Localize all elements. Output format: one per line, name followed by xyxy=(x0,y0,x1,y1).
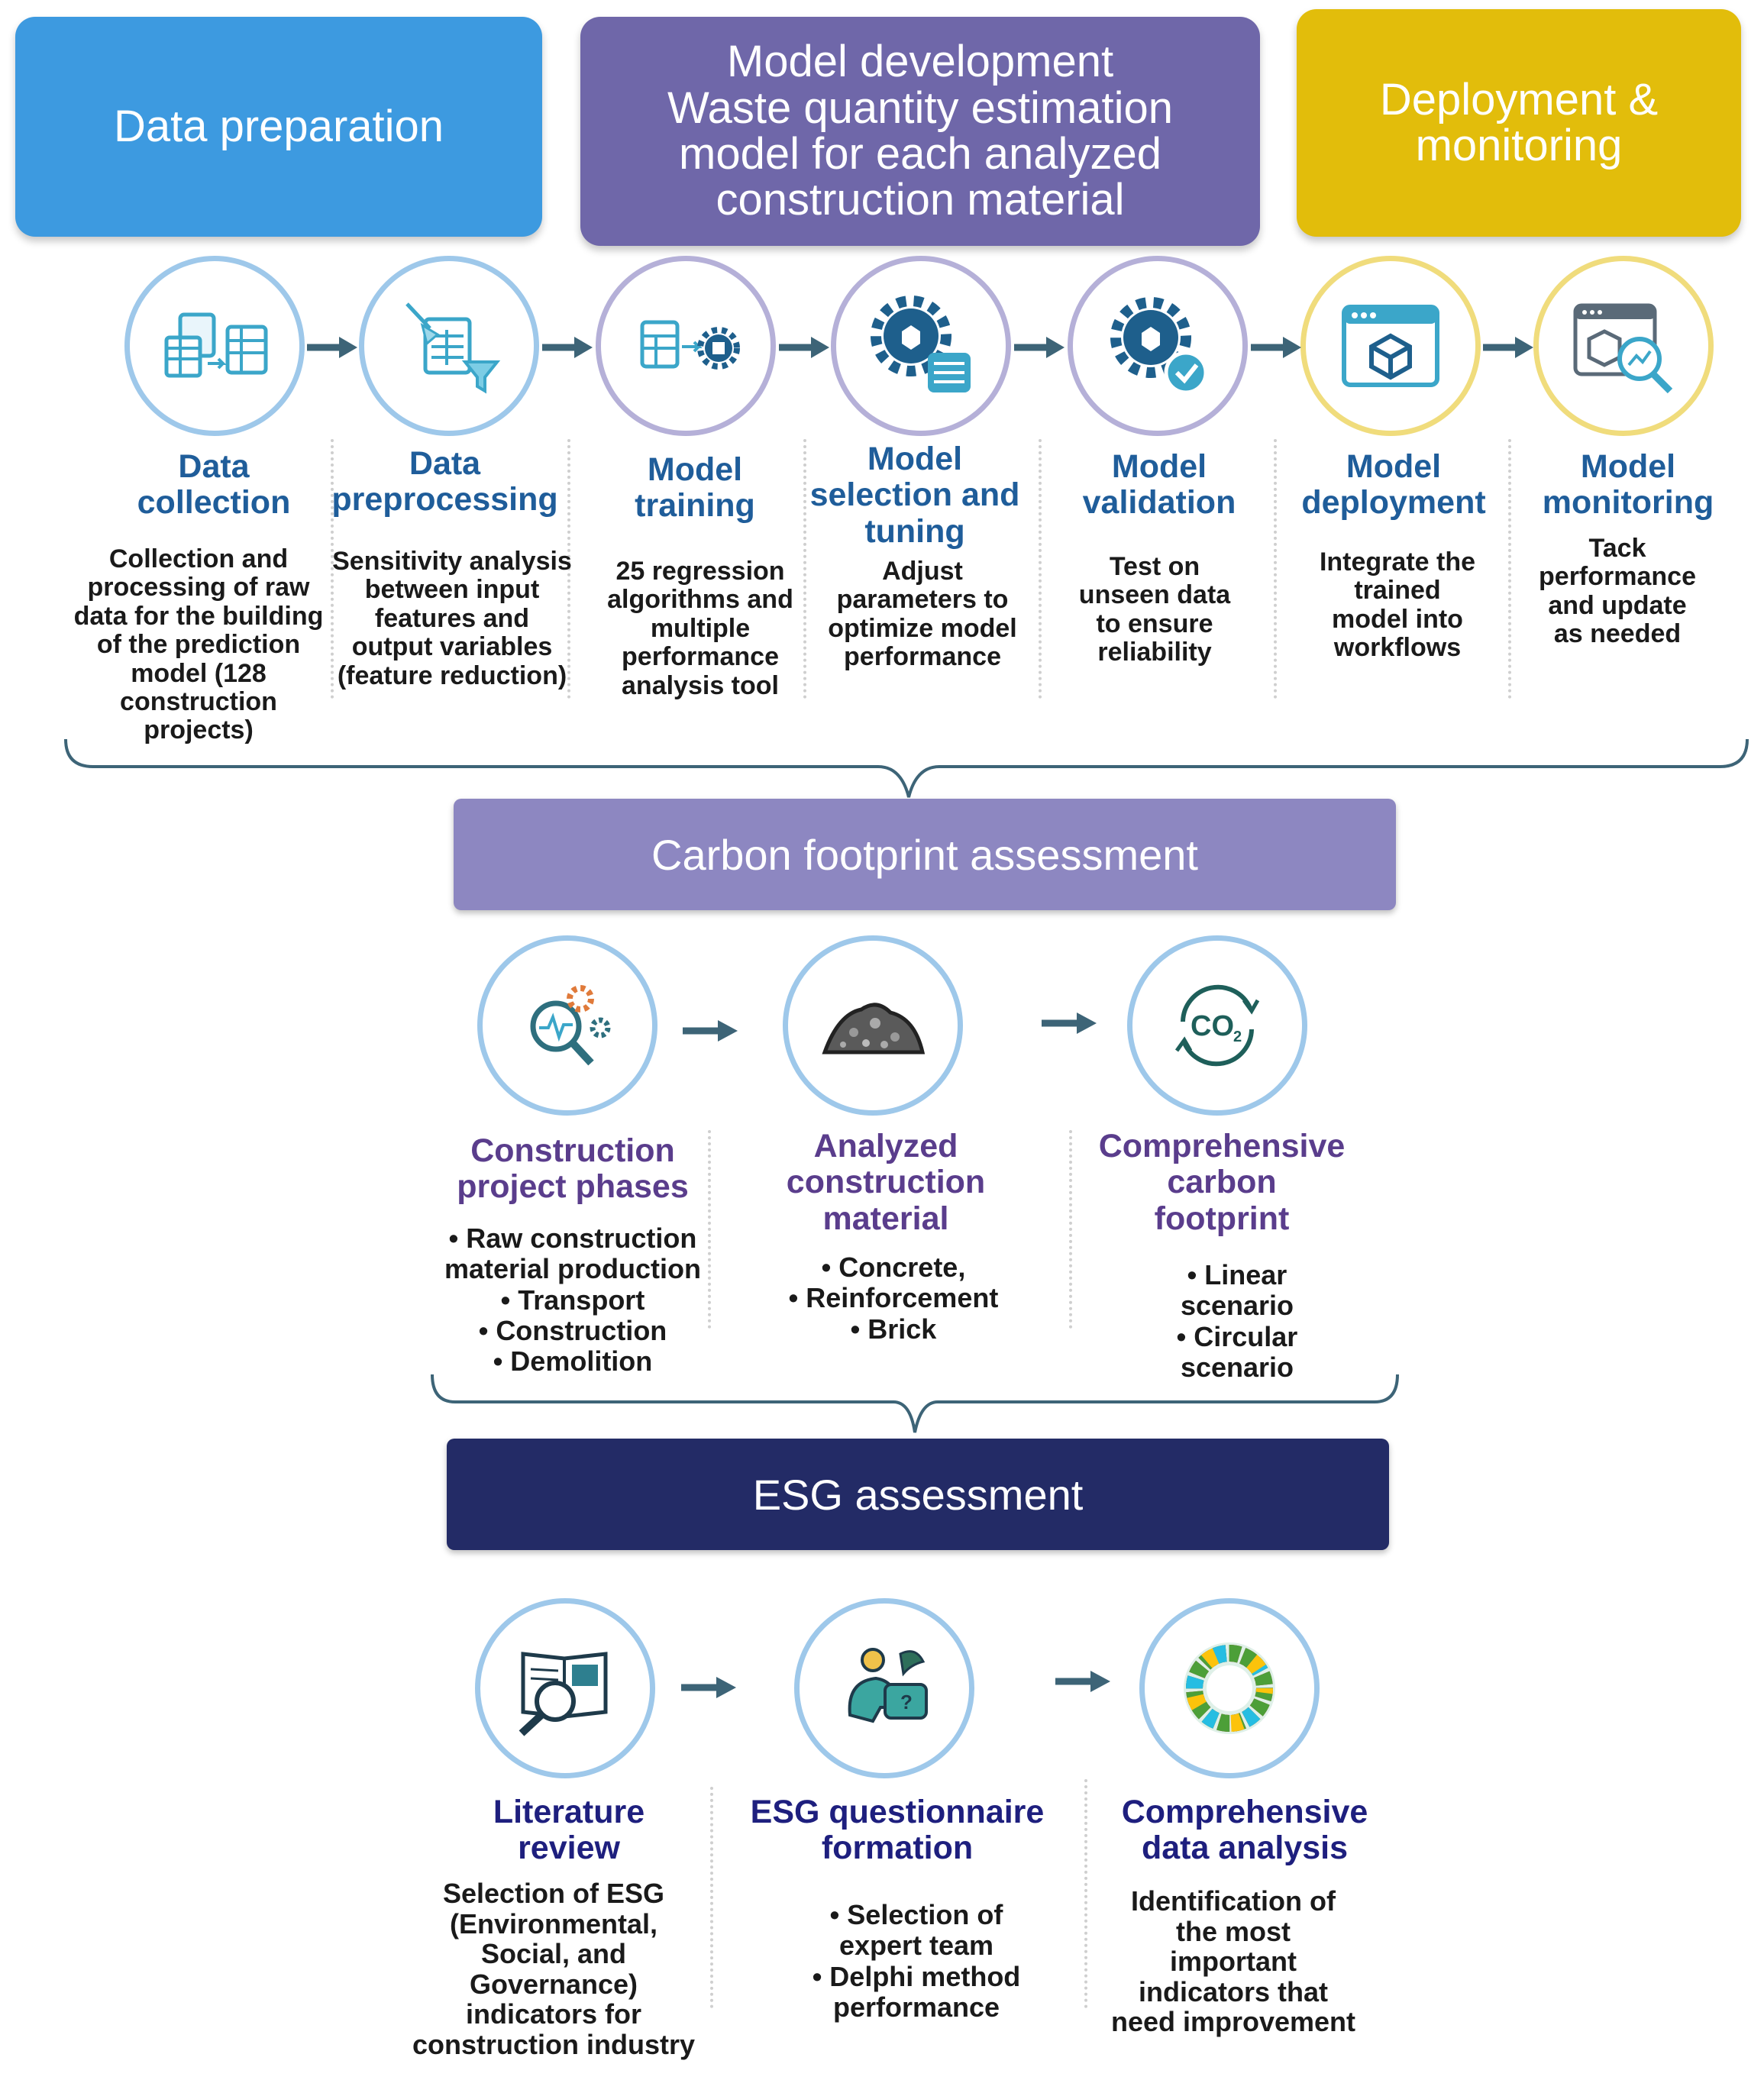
data-cleaning-filter-icon xyxy=(405,302,501,394)
step-description: Adjust parameters to optimize model perf… xyxy=(828,557,1017,672)
spreadsheet-transfer-icon xyxy=(164,312,268,378)
step-description: Test on unseen data to ensure reliabilit… xyxy=(1078,552,1231,667)
carbon-phases-list: Raw construction material production Tra… xyxy=(428,1222,718,1378)
carbon-item-title: Construction project phases xyxy=(457,1132,689,1206)
carbon-footprint-circle: CO 2 xyxy=(1127,935,1307,1116)
data-collection-circle xyxy=(124,256,305,436)
list-item: Reinforcement xyxy=(764,1282,1023,1313)
list-item: Transport xyxy=(428,1284,718,1316)
esg-divider xyxy=(1084,1779,1087,2008)
questionnaire-circle: ? xyxy=(794,1598,974,1778)
carbon-divider xyxy=(1069,1130,1072,1329)
co2-cycle-icon: CO 2 xyxy=(1174,984,1260,1067)
data-preparation-label: Data preparation xyxy=(113,101,444,151)
esg-assessment-bar-label: ESG assessment xyxy=(752,1470,1084,1519)
pipeline-divider xyxy=(1508,439,1511,699)
step-description: Collection and processing of raw data fo… xyxy=(73,544,324,745)
svg-text:?: ? xyxy=(900,1691,913,1713)
list-item: Construction xyxy=(428,1315,718,1346)
list-item: Circular scenario xyxy=(1138,1321,1336,1384)
carbon-item-title: Analyzed construction material xyxy=(786,1128,986,1237)
carbon-material-list: Concrete, Reinforcement Brick xyxy=(764,1252,1023,1345)
list-item: Demolition xyxy=(428,1345,718,1377)
model-development-header: Model development Waste quantity estimat… xyxy=(580,17,1260,246)
model-training-circle xyxy=(596,256,776,436)
list-item: Selection of expert team xyxy=(771,1899,1061,1962)
book-magnifier-icon xyxy=(519,1652,608,1736)
questionnaire-list: Selection of expert team Delphi method p… xyxy=(771,1899,1061,2023)
model-development-label: Model development Waste quantity estimat… xyxy=(667,37,1173,225)
arrow-selection-to-validation xyxy=(1014,337,1065,358)
model-validation-circle xyxy=(1068,256,1248,436)
list-item: Brick xyxy=(764,1313,1023,1345)
esg-item-title: Comprehensive data analysis xyxy=(1121,1794,1368,1867)
esg-divider xyxy=(710,1787,713,2008)
step-title: Model selection and tuning xyxy=(809,441,1020,550)
svg-text:2: 2 xyxy=(1233,1029,1242,1045)
expert-discussion-icon: ? xyxy=(848,1648,928,1723)
rubble-pile-icon xyxy=(822,1003,926,1055)
literature-review-circle xyxy=(475,1598,655,1778)
step-title: Data preprocessing xyxy=(331,445,558,518)
model-deployment-circle xyxy=(1300,256,1481,436)
carbon-footprint-bar: Carbon footprint assessment xyxy=(454,799,1396,910)
step-description: Tack performance and update as needed xyxy=(1539,534,1696,649)
arrow-questionnaire-to-analysis xyxy=(1055,1671,1110,1692)
step-title: Model training xyxy=(635,451,755,525)
arrow-collection-to-preprocessing xyxy=(307,337,357,358)
gear-check-icon xyxy=(1110,297,1208,395)
list-item: Delphi method performance xyxy=(771,1961,1061,2023)
pipeline-divider xyxy=(803,439,806,699)
literature-review-description: Selection of ESG (Environmental, Social,… xyxy=(412,1878,696,2060)
step-title: Data collection xyxy=(137,448,291,522)
esg-item-title: Literature review xyxy=(493,1794,645,1867)
arrow-preprocessing-to-training xyxy=(542,337,593,358)
step-title: Model monitoring xyxy=(1542,448,1714,522)
deployment-monitoring-label: Deployment & monitoring xyxy=(1379,74,1659,170)
pipeline-divider xyxy=(567,439,570,699)
pipeline-divider xyxy=(1274,439,1277,699)
list-item: Concrete, xyxy=(764,1252,1023,1283)
browser-monitor-icon xyxy=(1573,303,1673,394)
gear-settings-icon xyxy=(871,296,971,392)
model-selection-circle xyxy=(831,256,1011,436)
data-preprocessing-circle xyxy=(359,256,539,436)
model-monitoring-circle xyxy=(1533,256,1714,436)
data-analysis-circle xyxy=(1139,1598,1320,1778)
pipeline-divider xyxy=(331,439,334,699)
carbon-footprint-list: Linear scenario Circular scenario xyxy=(1138,1259,1336,1384)
project-phases-circle xyxy=(477,935,657,1116)
arrow-phases-to-material xyxy=(683,1020,738,1042)
arrow-review-to-questionnaire xyxy=(681,1677,736,1698)
magnifier-gears-icon xyxy=(530,985,611,1066)
arrow-deployment-to-monitoring xyxy=(1483,337,1533,358)
material-circle xyxy=(783,935,963,1116)
step-title: Model validation xyxy=(1082,448,1236,522)
data-preparation-header: Data preparation xyxy=(15,17,542,237)
sdg-wheel-icon xyxy=(1184,1642,1275,1734)
esg-item-title: ESG questionnaire formation xyxy=(750,1794,1045,1867)
list-item: Raw construction material production xyxy=(428,1222,718,1285)
arrow-material-to-footprint xyxy=(1042,1013,1097,1034)
arrow-validation-to-deployment xyxy=(1251,337,1301,358)
browser-cube-icon xyxy=(1342,305,1439,387)
data-to-model-icon xyxy=(640,320,740,370)
carbon-item-title: Comprehensive carbon footprint xyxy=(1098,1128,1346,1237)
carbon-footprint-bar-label: Carbon footprint assessment xyxy=(651,830,1198,879)
svg-text:CO: CO xyxy=(1191,1010,1234,1042)
esg-assessment-bar: ESG assessment xyxy=(447,1439,1389,1550)
arrow-training-to-selection xyxy=(779,337,829,358)
step-description: Integrate the trained model into workflo… xyxy=(1319,547,1476,663)
data-analysis-description: Identification of the most important ind… xyxy=(1110,1885,1356,2038)
pipeline-divider xyxy=(1039,439,1042,699)
step-description: 25 regression algorithms and multiple pe… xyxy=(607,557,793,700)
step-description: Sensitivity analysis between input featu… xyxy=(332,547,572,690)
step-title: Model deployment xyxy=(1301,448,1486,522)
list-item: Linear scenario xyxy=(1138,1259,1336,1322)
deployment-monitoring-header: Deployment & monitoring xyxy=(1297,9,1741,237)
